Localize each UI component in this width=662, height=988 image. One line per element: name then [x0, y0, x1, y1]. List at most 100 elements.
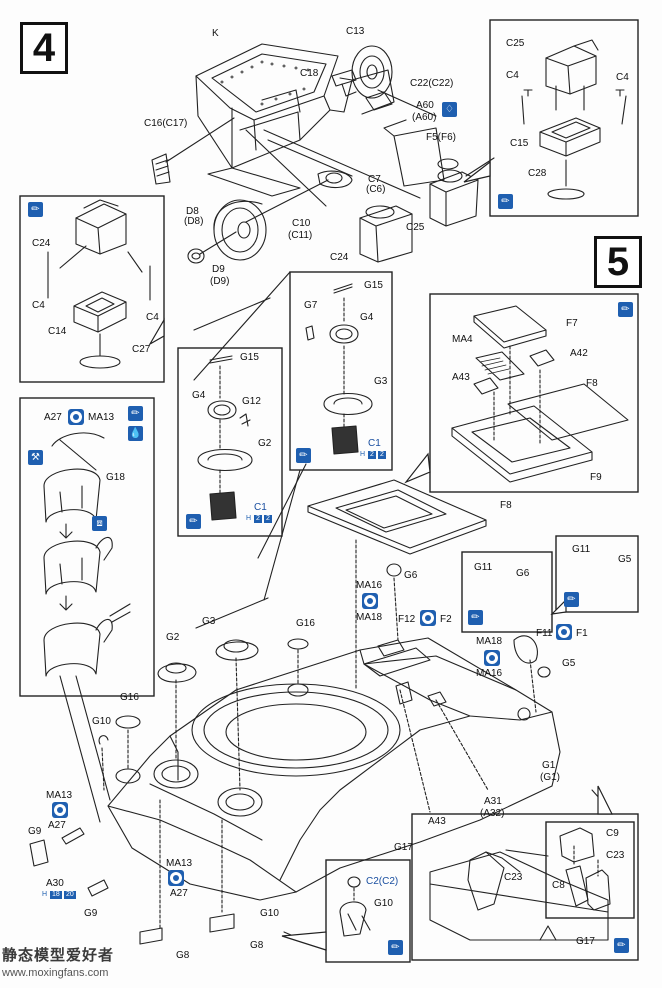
inset7-label-g6: G6	[516, 568, 530, 579]
inset1-label-c28: C28	[528, 168, 547, 179]
inset4-label-g4: G4	[192, 390, 206, 401]
paint-brush-icon: ✏	[618, 302, 633, 317]
paint-brush-icon: ✏	[128, 406, 143, 421]
label-g8-a: G8	[176, 950, 190, 961]
inset10-label-g17: G17	[576, 936, 595, 947]
inset3-label-g15: G15	[364, 280, 383, 291]
inset10-label-c23: C23	[504, 872, 523, 883]
label-c10: C10	[292, 218, 311, 229]
paint-brush-icon: ✏	[468, 610, 483, 625]
inset6-drawing	[43, 432, 131, 677]
optional-part-icon	[68, 409, 84, 425]
label-c7: C7	[368, 174, 381, 185]
inset11-drawing	[559, 827, 611, 911]
label-ma16-a: MA16	[356, 580, 383, 591]
watermark-url: www.moxingfans.com	[2, 967, 109, 979]
inset1-label-c4b: C4	[616, 72, 629, 83]
a30-part-a: 18	[50, 891, 62, 899]
optional-part-icon	[420, 610, 436, 626]
label-g3: G3	[202, 616, 216, 627]
inset1-label-c4a: C4	[506, 70, 519, 81]
inset1-label-c15: C15	[510, 138, 529, 149]
inset6-label-g18: G18	[106, 472, 125, 483]
label-ma13-a: MA13	[46, 790, 73, 801]
inset5-label-f8: F8	[586, 378, 598, 389]
label-a60: A60	[416, 100, 434, 111]
label-g8-b: G8	[250, 940, 264, 951]
label-c16: C16(C17)	[144, 118, 188, 129]
step5-main-assembly	[29, 463, 561, 945]
label-k: K	[212, 28, 219, 39]
label-f12: F12	[398, 614, 416, 625]
label-d8: D8	[186, 206, 199, 217]
inset5-label-a42: A42	[570, 348, 588, 359]
inset8-label-g11: G11	[572, 544, 591, 555]
inset9-label-c2: C2(C2)	[366, 876, 399, 887]
label-g9-a: G9	[28, 826, 42, 837]
inset6-label-a27: A27	[44, 412, 62, 423]
inset3-part-h: H	[360, 451, 366, 458]
label-ma16-b: MA16	[476, 668, 503, 679]
paint-brush-icon: ✏	[564, 592, 579, 607]
inset2-label-c4b: C4	[146, 312, 159, 323]
label-f5: F5(F6)	[426, 132, 456, 143]
glue-drop-icon: 💧	[128, 426, 143, 441]
inset5-label-f7: F7	[566, 318, 578, 329]
inset9-drawing	[339, 876, 371, 937]
label-a32: (A32)	[480, 808, 505, 819]
label-f11: F11	[536, 628, 553, 639]
inset4-part-h: H	[246, 515, 252, 522]
inset5-label-f9: F9	[590, 472, 602, 483]
label-a27-a: A27	[48, 820, 66, 831]
inset10-drawing	[429, 851, 609, 941]
label-a43: A43	[428, 816, 446, 827]
paint-brush-icon: ✏	[388, 940, 403, 955]
optional-part-icon	[52, 802, 68, 818]
label-g17: G17	[394, 842, 413, 853]
optional-part-icon	[168, 870, 184, 886]
label-g2: G2	[166, 632, 180, 643]
step4-main-assembly	[151, 43, 479, 264]
label-a60b: (A60)	[412, 112, 437, 123]
inset7-label-g11: G11	[474, 562, 493, 573]
inset5-drawing	[451, 305, 629, 483]
optional-part-icon	[484, 650, 500, 666]
label-g6: G6	[404, 570, 418, 581]
inset3-part-b: 2	[378, 451, 386, 459]
inset3-label-g4: G4	[360, 312, 374, 323]
label-c18: C18	[300, 68, 319, 79]
label-g9-b: G9	[84, 908, 98, 919]
label-c6: (C6)	[366, 184, 386, 195]
inset4-part-b: 2	[264, 515, 272, 523]
label-f2: F2	[440, 614, 452, 625]
label-d9: D9	[212, 264, 225, 275]
inset3-part-a: 2	[368, 451, 376, 459]
inset3-label-g7: G7	[304, 300, 318, 311]
inset4-label-c1: C1	[254, 502, 267, 513]
optional-part-icon	[556, 624, 572, 640]
inset3-label-g3: G3	[374, 376, 388, 387]
inset5-label-a43: A43	[452, 372, 470, 383]
inset11-label-c23: C23	[606, 850, 625, 861]
paint-brush-icon: ✏	[614, 938, 629, 953]
inset8-label-g5: G5	[618, 554, 632, 565]
option-part-icon-a60: ♢	[442, 102, 457, 117]
a30-part-b: 20	[64, 891, 76, 899]
label-c22: C22(C22)	[410, 78, 454, 89]
label-d8b: (D8)	[184, 216, 204, 227]
cement-icon: ⚒	[28, 450, 43, 465]
label-g16-a: G16	[296, 618, 315, 629]
inset2-label-c24: C24	[32, 238, 51, 249]
label-c13: C13	[346, 26, 365, 37]
inset11-label-c9: C9	[606, 828, 619, 839]
inset4-label-g12: G12	[242, 396, 261, 407]
inset3-label-c1: C1	[368, 438, 381, 449]
label-g10-a: G10	[92, 716, 111, 727]
label-g1: G1	[542, 760, 556, 771]
label-ma18-b: MA18	[476, 636, 503, 647]
paint-brush-icon: ✏	[296, 448, 311, 463]
label-f1: F1	[576, 628, 588, 639]
label-c25-main: C25	[406, 222, 425, 233]
